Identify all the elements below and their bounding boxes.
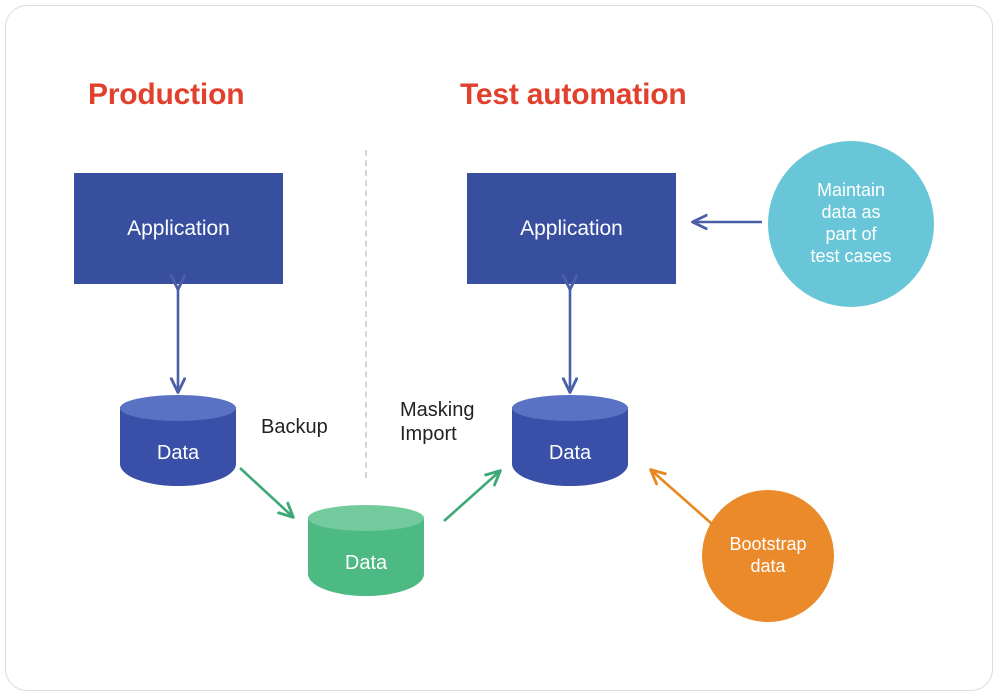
cylinder-top-ellipse: [120, 395, 236, 421]
cylinder-top-ellipse: [308, 505, 424, 531]
bootstrap-data-label: Bootstrap data: [729, 534, 807, 576]
cylinder-top-ellipse: [512, 395, 628, 421]
section-title-production: Production: [88, 78, 245, 111]
node-application-production[interactable]: Application: [74, 173, 283, 284]
maintain-data-label: Maintain data as part of test cases: [810, 180, 892, 266]
node-data-test[interactable]: Data: [512, 395, 628, 498]
section-title-test-automation: Test automation: [460, 78, 687, 111]
node-bootstrap-data-circle[interactable]: Bootstrap data: [702, 490, 834, 622]
node-application-test[interactable]: Application: [467, 173, 676, 284]
node-maintain-data-circle[interactable]: Maintain data as part of test cases: [768, 141, 934, 307]
edge-label-backup: Backup: [261, 416, 328, 438]
section-divider: [365, 150, 367, 478]
application-production-label: Application: [127, 217, 230, 240]
data-production-label: Data: [156, 441, 200, 464]
application-test-label: Application: [520, 217, 623, 240]
edge-label-masking-import: Masking Import: [400, 399, 475, 446]
data-test-label: Data: [548, 441, 592, 464]
data-masked-label: Data: [344, 551, 388, 574]
node-data-production[interactable]: Data: [120, 395, 236, 498]
node-data-masked[interactable]: Data: [308, 505, 424, 608]
